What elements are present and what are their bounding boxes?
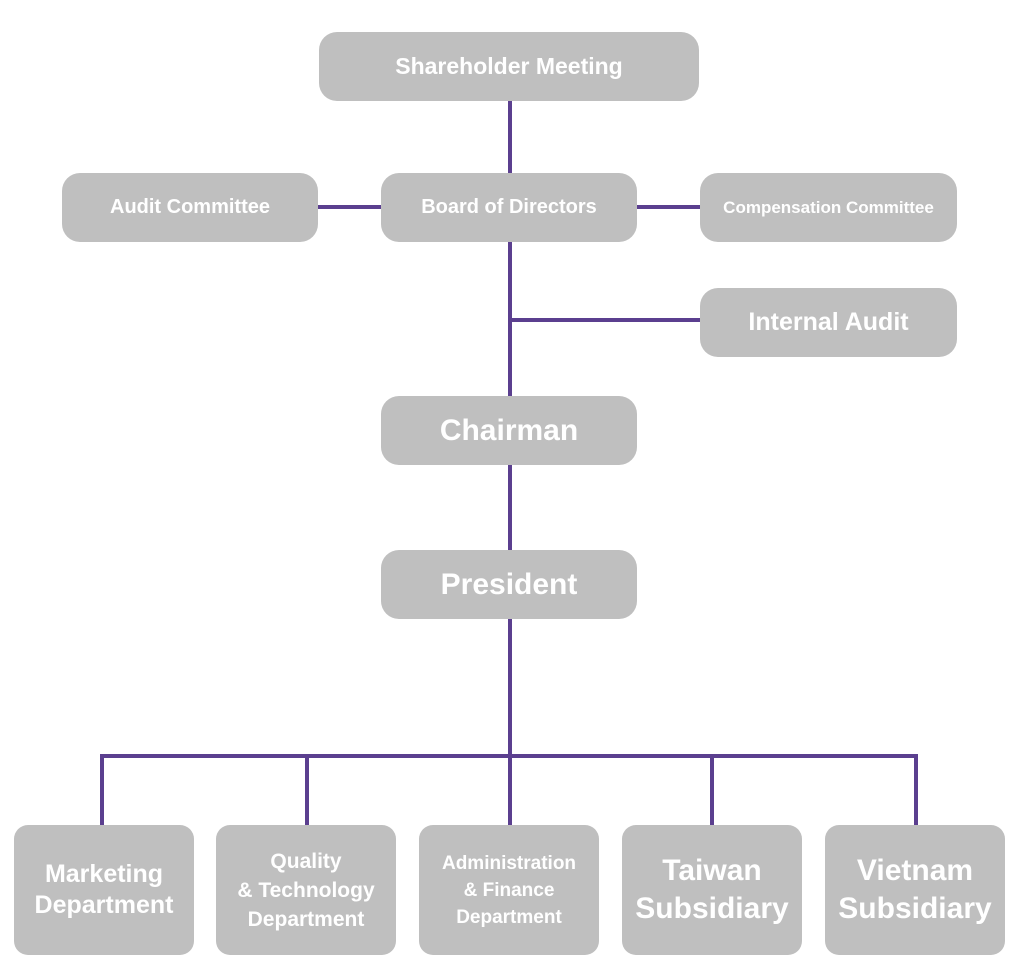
node-quality-technology-department: Quality & Technology Department	[216, 825, 396, 955]
node-label-line: Taiwan	[662, 854, 762, 887]
node-label: Compensation Committee	[723, 197, 934, 217]
node-shareholder-meeting: Shareholder Meeting	[319, 32, 699, 101]
node-label: Shareholder Meeting	[395, 53, 623, 79]
node-label-line: Department	[456, 906, 562, 928]
node-audit-committee: Audit Committee	[62, 173, 318, 242]
node-label-line: Department	[34, 891, 174, 919]
node-administration-finance-department: Administration & Finance Department	[419, 825, 599, 955]
node-president: President	[381, 550, 637, 619]
node-label-line: Vietnam	[856, 854, 974, 887]
node-label-line: Administration	[441, 852, 577, 874]
node-internal-audit: Internal Audit	[700, 288, 957, 357]
node-board-of-directors: Board of Directors	[381, 173, 637, 242]
node-label: Internal Audit	[748, 308, 909, 336]
node-chairman: Chairman	[381, 396, 637, 465]
node-vietnam-subsidiary: Vietnam Subsidiary	[825, 825, 1005, 955]
node-label: Audit Committee	[110, 196, 270, 218]
node-label-line: Subsidiary	[635, 892, 789, 925]
node-label: President	[440, 567, 578, 601]
node-compensation-committee: Compensation Committee	[700, 173, 957, 242]
node-label: Chairman	[439, 413, 579, 447]
node-label-line: Marketing	[44, 860, 164, 888]
node-label-line: Department	[247, 907, 365, 931]
node-marketing-department: Marketing Department	[14, 825, 194, 955]
node-label-line: & Finance	[463, 879, 555, 901]
node-label-line: & Technology	[237, 878, 375, 902]
node-label-line: Quality	[270, 849, 342, 873]
node-label-line: Subsidiary	[838, 892, 992, 925]
node-label: Board of Directors	[421, 196, 597, 218]
node-taiwan-subsidiary: Taiwan Subsidiary	[622, 825, 802, 955]
